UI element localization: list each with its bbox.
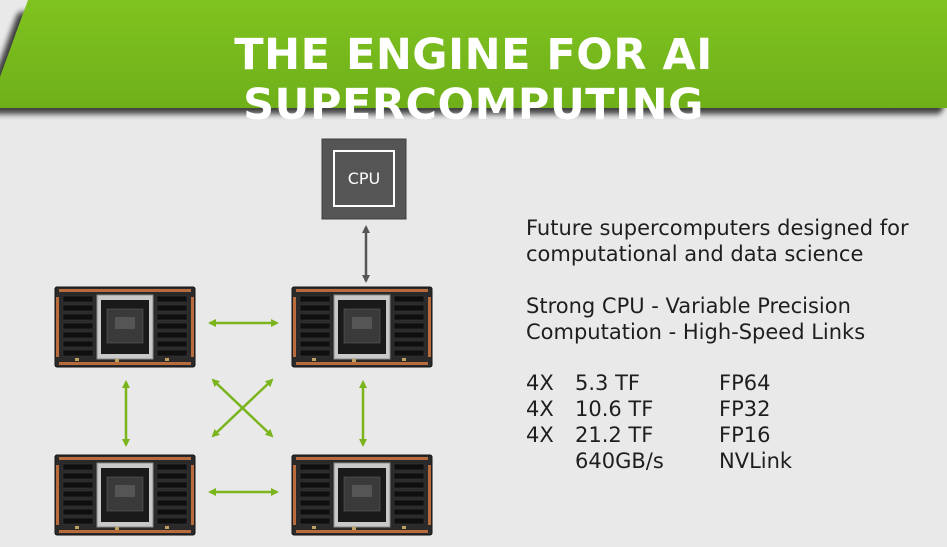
spec-value: 21.2 TF xyxy=(575,423,654,447)
spec-format: FP32 xyxy=(719,397,771,421)
description-line-1: Future supercomputers designed for xyxy=(526,216,909,240)
description-block-1: Future supercomputers designed for compu… xyxy=(526,215,909,267)
spec-multiplier: 4X xyxy=(526,423,554,447)
description-block-2: Strong CPU - Variable Precision Computat… xyxy=(526,293,865,345)
gpu-board-top-right xyxy=(291,286,433,368)
spec-value: 640GB/s xyxy=(575,449,664,473)
gpu-board-top-left xyxy=(54,286,196,368)
description-line-4: Computation - High-Speed Links xyxy=(526,320,866,344)
spec-format: FP64 xyxy=(719,371,771,395)
spec-multiplier: 4X xyxy=(526,397,554,421)
slide-title: THE ENGINE FOR AI SUPERCOMPUTING xyxy=(234,30,713,130)
link-arrow-diagonal-2 xyxy=(211,378,274,438)
spec-format: FP16 xyxy=(719,423,771,447)
spec-value: 10.6 TF xyxy=(575,397,654,421)
description-line-2: computational and data science xyxy=(526,242,864,266)
gpu-board-bottom-left xyxy=(54,454,196,536)
spec-multiplier: 4X xyxy=(526,371,554,395)
spec-value: 5.3 TF xyxy=(575,371,640,395)
description-line-3: Strong CPU - Variable Precision xyxy=(526,294,851,318)
spec-format: NVLink xyxy=(719,449,793,473)
cpu-box: CPU xyxy=(321,138,407,220)
gpu-board-bottom-right xyxy=(291,454,433,536)
cpu-label: CPU xyxy=(348,169,381,188)
